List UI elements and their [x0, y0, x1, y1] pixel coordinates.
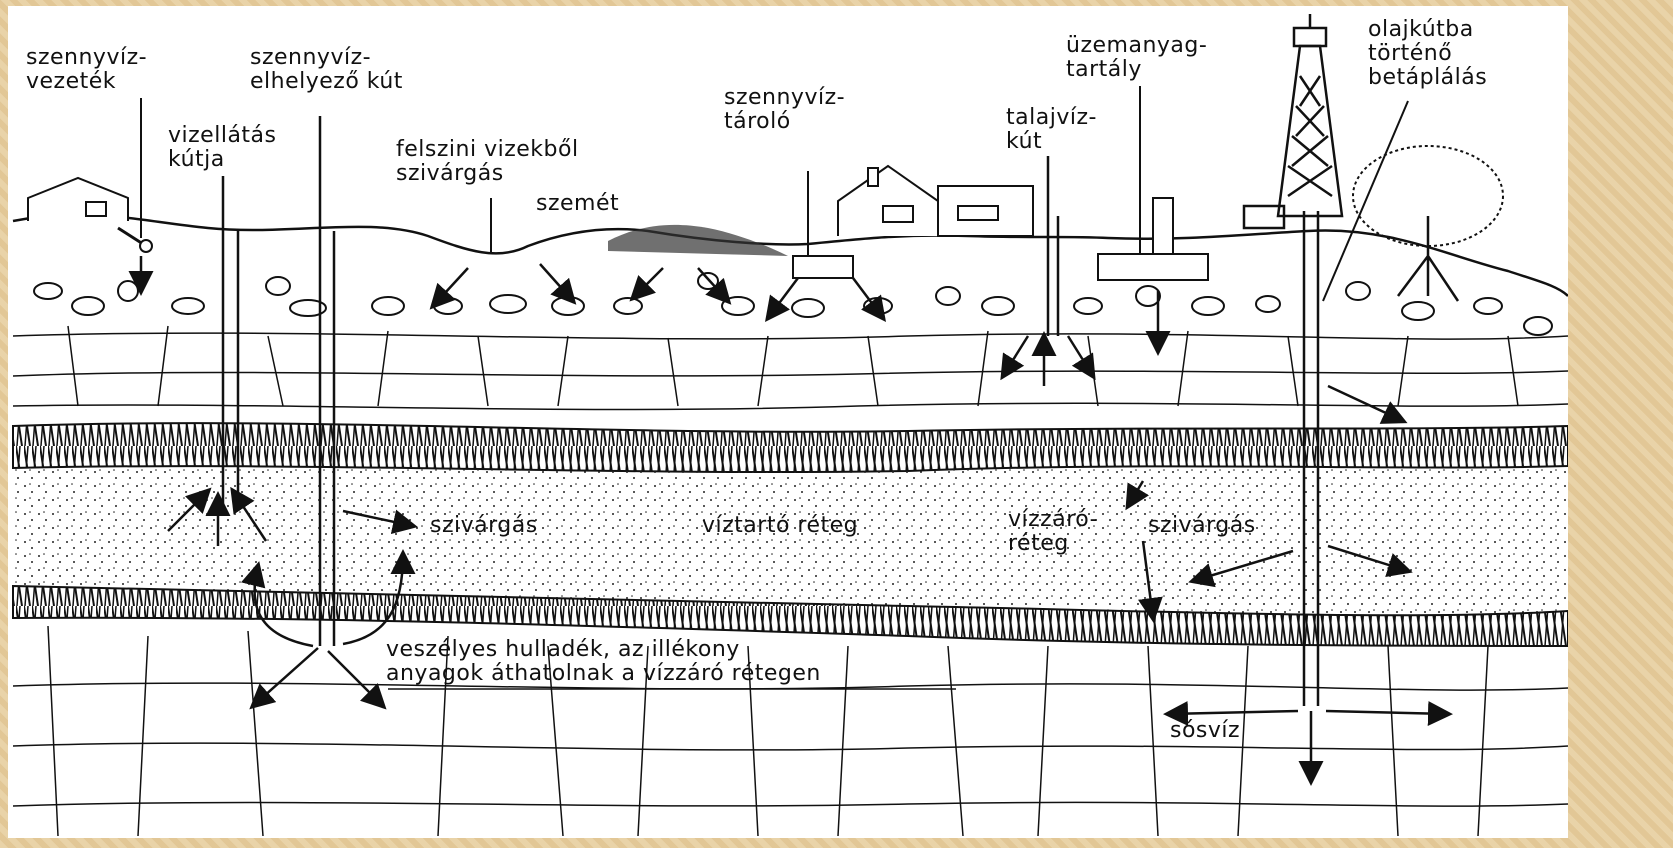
- label-seepage-left: szivárgás: [430, 514, 538, 538]
- sewage-tank: [793, 256, 853, 278]
- fractured-rock-upper: [13, 326, 1568, 410]
- house-middle: [838, 166, 1033, 236]
- label-surface-seepage: felszini vizekből szivárgás: [396, 138, 579, 186]
- groundwater-pollution-diagram: szennyvíz- vezeték szennyvíz- elhelyező …: [8, 6, 1568, 838]
- label-seepage-right: szivárgás: [1148, 514, 1256, 538]
- oil-derrick: [1244, 14, 1342, 228]
- sewer-pipe: [118, 228, 143, 244]
- label-oil-well-injection: olajkútba történő betáplálás: [1368, 18, 1487, 90]
- label-sewer-line: szennyvíz- vezeték: [26, 46, 147, 94]
- label-groundwater-well: talajvíz- kút: [1006, 106, 1097, 154]
- pebble-layer: [34, 273, 1552, 335]
- label-sewage-storage: szennyvíz- tároló: [724, 86, 845, 134]
- ground-surface: [13, 215, 1568, 296]
- fuel-tank-riser: [1153, 198, 1173, 254]
- label-sewage-disposal-well: szennyvíz- elhelyező kút: [250, 46, 403, 94]
- label-aquitard: vízzáró- réteg: [1008, 508, 1098, 556]
- label-fuel-tank: üzemanyag- tartály: [1066, 34, 1207, 82]
- sewer-pipe-end: [140, 240, 152, 252]
- fuel-tank: [1098, 254, 1208, 280]
- label-garbage: szemét: [536, 192, 619, 216]
- house-left: [28, 178, 128, 221]
- label-aquifer: víztartó réteg: [702, 514, 858, 538]
- tree-roots: [1398, 216, 1458, 301]
- label-brine: sósvíz: [1170, 719, 1240, 743]
- label-hazardous-waste: veszélyes hulladék, az illékony anyagok …: [386, 638, 821, 686]
- label-water-supply-well: vizellátás kútja: [168, 124, 277, 172]
- upper-aquitard-band: [13, 423, 1568, 472]
